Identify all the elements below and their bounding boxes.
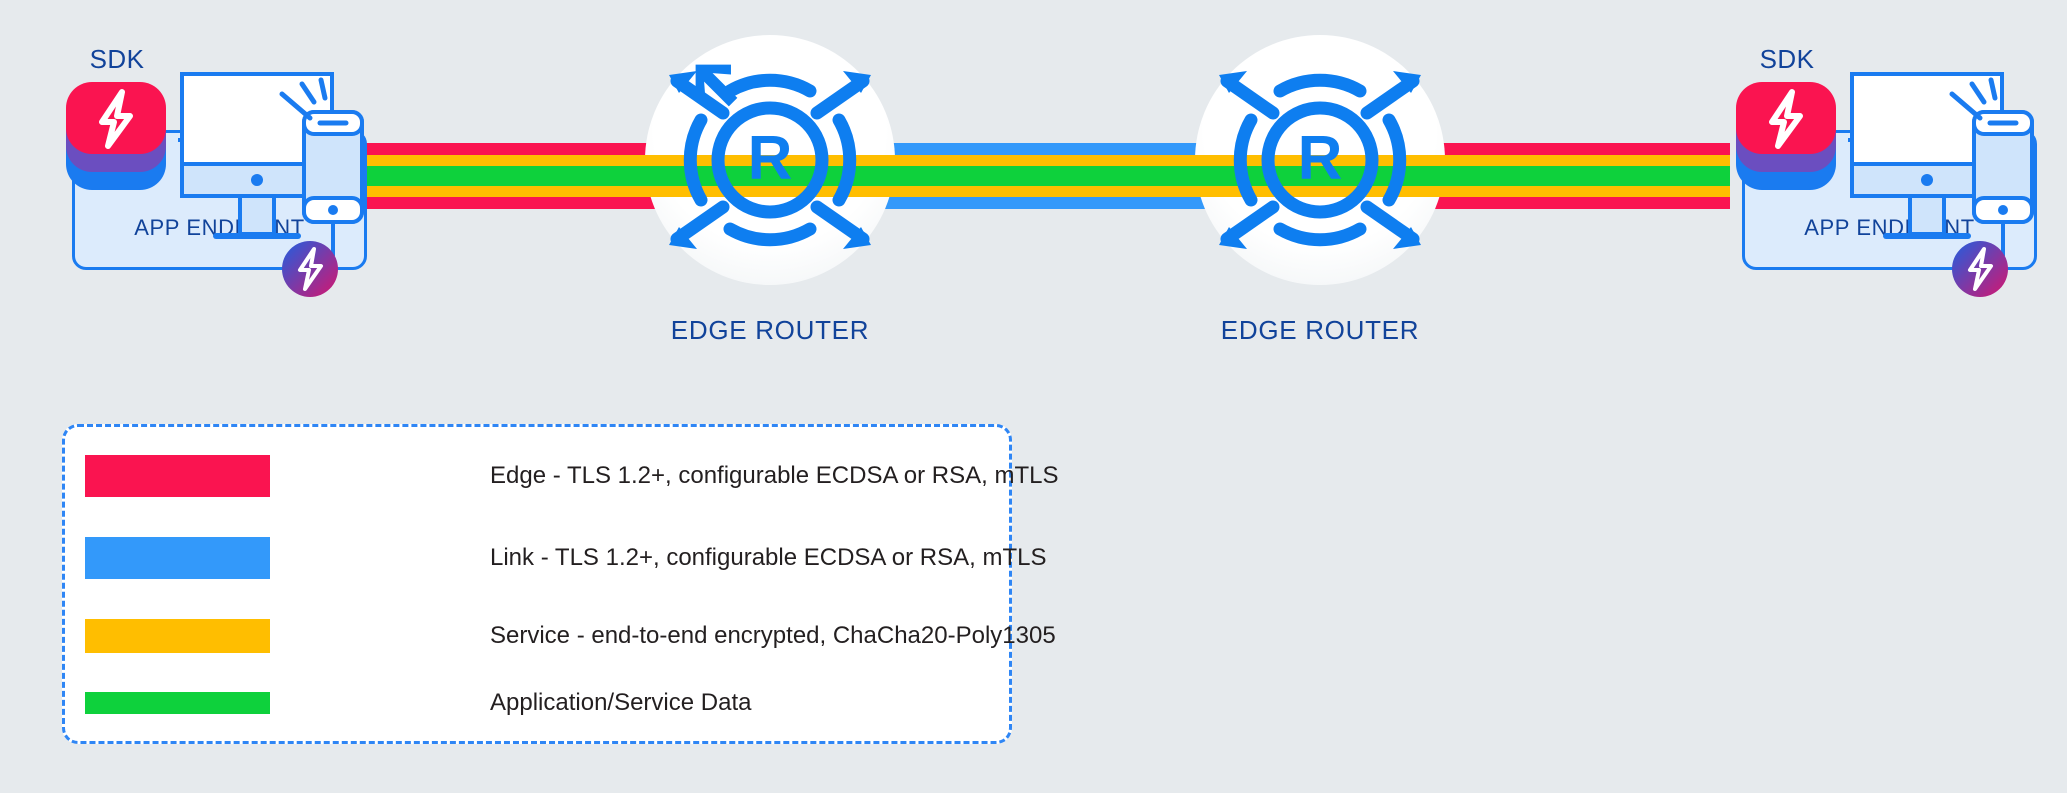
router-left-icon[interactable]: R [667, 57, 873, 263]
band-through-router-right [1195, 155, 1445, 197]
endpoint-left-sdk-stack[interactable] [52, 78, 182, 203]
stripe-service-bottom [1195, 186, 1445, 197]
stripe-service-bottom [645, 186, 895, 197]
endpoint-left-badge[interactable] [281, 240, 339, 298]
stripe-link-top [820, 143, 1220, 155]
endpoint-left-sdk-label: SDK [89, 44, 145, 74]
stripe-service-bottom [820, 186, 1220, 197]
stripe-data [1195, 166, 1445, 186]
stripe-service-top [340, 155, 770, 166]
legend-label-link: Link - TLS 1.2+, configurable ECDSA or R… [490, 544, 1047, 571]
stripe-service-top [1195, 155, 1445, 166]
router-right-icon[interactable]: R [1217, 57, 1423, 263]
stripe-link-bottom [820, 197, 1220, 209]
legend-swatch-link [85, 537, 270, 579]
legend-swatch-service [85, 619, 270, 653]
stripe-service-bottom [1270, 186, 1730, 197]
stripe-service-top [645, 155, 895, 166]
router-left-label: EDGE ROUTER [670, 315, 870, 345]
stripe-service-bottom [340, 186, 770, 197]
legend-label-data: Application/Service Data [490, 689, 752, 716]
legend-swatch-data [85, 692, 270, 714]
stripe-data [645, 166, 895, 186]
legend-item-edge[interactable]: Edge - TLS 1.2+, configurable ECDSA or R… [85, 455, 1059, 497]
band-link-middle [820, 143, 1220, 209]
endpoint-right-devices [1848, 72, 2034, 256]
stripe-service-top [820, 155, 1220, 166]
stripe-service-top [1270, 155, 1730, 166]
legend-label-service: Service - end-to-end encrypted, ChaCha20… [490, 622, 1056, 649]
svg-text:R: R [1298, 124, 1343, 193]
router-right-label: EDGE ROUTER [1220, 315, 1420, 345]
legend-item-data[interactable]: Application/Service Data [85, 689, 751, 717]
stripe-data [820, 166, 1220, 186]
endpoint-right-sdk-stack[interactable] [1722, 78, 1852, 203]
legend-label-edge: Edge - TLS 1.2+, configurable ECDSA or R… [490, 462, 1059, 489]
band-through-router-left [645, 155, 895, 197]
endpoint-right-sdk-label: SDK [1759, 44, 1815, 74]
svg-text:R: R [748, 124, 793, 193]
legend-item-link[interactable]: Link - TLS 1.2+, configurable ECDSA or R… [85, 537, 1046, 579]
legend-swatch-edge [85, 455, 270, 497]
endpoint-right-badge[interactable] [1951, 240, 2009, 298]
legend-item-service[interactable]: Service - end-to-end encrypted, ChaCha20… [85, 619, 1056, 653]
endpoint-left-devices [178, 72, 364, 256]
